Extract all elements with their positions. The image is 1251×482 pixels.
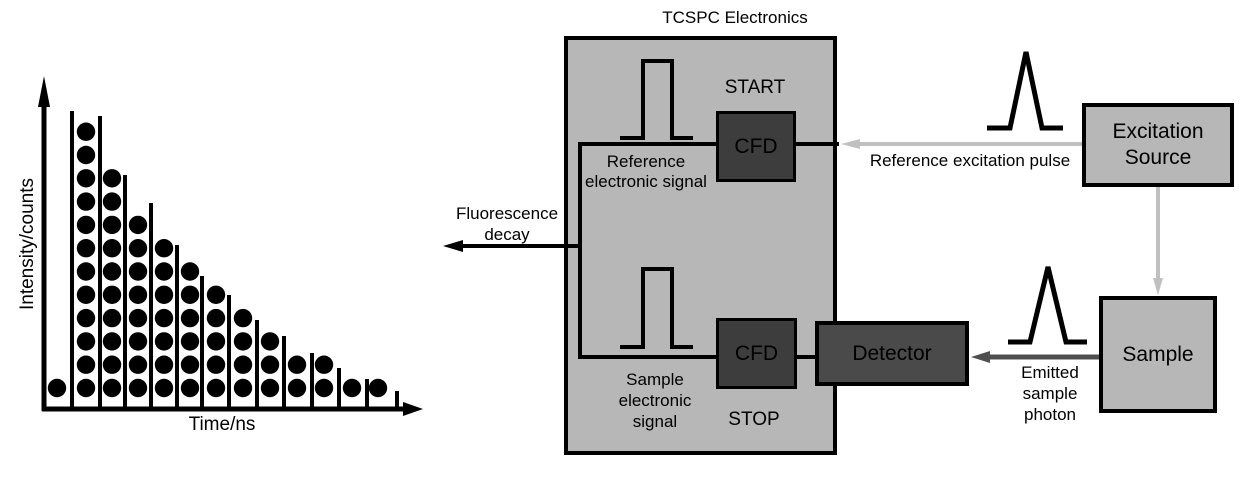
photon-dot: [260, 355, 280, 374]
photon-count-dots: [47, 122, 388, 398]
photon-dot: [102, 285, 122, 304]
sample-label: Sample: [1122, 342, 1194, 366]
stop-label: STOP: [728, 409, 780, 430]
photon-dot: [128, 239, 148, 258]
photon-dot: [154, 355, 174, 374]
photon-dot: [154, 285, 174, 304]
photon-dot: [233, 355, 253, 374]
photon-dot: [76, 355, 96, 374]
excitation-source-box: Excitation Source: [1082, 103, 1234, 187]
photon-dot: [47, 378, 67, 398]
x-axis-arrowhead-icon: [403, 402, 423, 416]
photon-dot: [76, 145, 96, 165]
photon-dot: [154, 239, 174, 258]
photon-dot: [206, 332, 226, 351]
cfd-stop-box: CFD: [716, 318, 797, 389]
emitted-photon-label: Emitted sample photon: [1021, 363, 1079, 424]
photon-dot: [76, 262, 96, 281]
photon-dot: [180, 285, 200, 304]
photon-dot: [206, 285, 226, 304]
photon-dot: [76, 308, 96, 328]
photon-dot: [368, 378, 388, 398]
photon-dot: [76, 285, 96, 304]
start-label: START: [724, 77, 786, 98]
photon-dot: [206, 378, 226, 398]
diagram-title: TCSPC Electronics: [662, 8, 808, 27]
fluorescence-decay-label: Fluorescence decay: [455, 204, 559, 244]
fluorescence-decay-arrowhead-icon: [443, 240, 463, 252]
photon-dot: [287, 378, 307, 398]
decay-histogram: [38, 76, 423, 416]
reference-pulse-arrowhead-icon: [841, 139, 860, 149]
detector-label: Detector: [852, 341, 932, 365]
photon-dot: [102, 239, 122, 258]
photon-dot: [76, 169, 96, 188]
photon-dot: [180, 262, 200, 281]
photon-dot: [233, 308, 253, 328]
photon-dot: [102, 308, 122, 328]
photon-dot: [128, 262, 148, 281]
photon-dot: [76, 122, 96, 141]
photon-dot: [102, 355, 122, 374]
reference-square-pulse-icon: [620, 59, 693, 140]
photon-dot: [76, 239, 96, 258]
photon-dot: [102, 192, 122, 211]
photon-dot: [154, 308, 174, 328]
x-axis-label: Time/ns: [188, 414, 256, 435]
photon-dot: [180, 378, 200, 398]
cfd-start-box: CFD: [716, 111, 796, 182]
photon-dot: [206, 308, 226, 328]
cfd-start-label: CFD: [734, 134, 778, 158]
histogram-sticks: [70, 111, 399, 409]
sample-square-pulse-icon: [620, 267, 693, 349]
photon-dot: [128, 355, 148, 374]
photon-dot: [102, 378, 122, 398]
photon-dot: [314, 355, 334, 374]
photon-dot: [128, 378, 148, 398]
photon-dot: [154, 262, 174, 281]
photon-dot: [76, 192, 96, 211]
photon-dot: [76, 378, 96, 398]
detector-box: Detector: [815, 321, 969, 386]
emitted-photon-spike-pulse-icon: [1008, 266, 1087, 345]
y-axis-arrowhead-icon: [38, 76, 50, 107]
sample-to-detector-arrowhead-icon: [971, 351, 990, 363]
photon-dot: [102, 332, 122, 351]
reference-pulse-label: Reference excitation pulse: [869, 151, 1071, 170]
cfd-stop-label: CFD: [734, 341, 779, 365]
y-axis-label: Intensity/counts: [17, 177, 38, 311]
photon-dot: [128, 285, 148, 304]
photon-dot: [154, 378, 174, 398]
photon-dot: [128, 308, 148, 328]
excitation-spike-pulse-icon: [987, 51, 1063, 131]
photon-dot: [102, 215, 122, 235]
excitation-to-sample-arrowhead-icon: [1153, 278, 1163, 295]
photon-dot: [180, 308, 200, 328]
photon-dot: [260, 332, 280, 351]
sample-box: Sample: [1099, 296, 1217, 413]
photon-dot: [287, 355, 307, 374]
photon-dot: [314, 378, 334, 398]
reference-signal-label: Reference electronic signal: [585, 152, 707, 191]
photon-dot: [233, 378, 253, 398]
photon-dot: [154, 332, 174, 351]
photon-dot: [102, 169, 122, 188]
photon-dot: [76, 215, 96, 235]
photon-dot: [260, 378, 280, 398]
photon-dot: [76, 332, 96, 351]
photon-dot: [180, 332, 200, 351]
photon-dot: [128, 215, 148, 235]
photon-dot: [342, 378, 362, 398]
photon-dot: [233, 332, 253, 351]
photon-dot: [128, 332, 148, 351]
sample-signal-label: Sample electronic signal: [618, 370, 692, 431]
photon-dot: [102, 262, 122, 281]
photon-dot: [180, 355, 200, 374]
photon-dot: [206, 355, 226, 374]
excitation-source-label: Excitation Source: [1112, 120, 1204, 169]
